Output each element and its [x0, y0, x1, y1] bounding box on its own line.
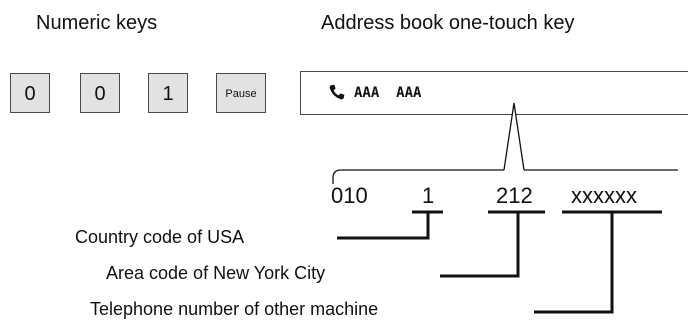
numeric-key-1[interactable]: 1 — [148, 73, 188, 113]
brace — [332, 169, 678, 184]
dial-number: xxxxxx — [571, 183, 637, 208]
area-code-leader — [440, 212, 520, 278]
number-leader — [534, 212, 614, 314]
country-code-label: Country code of USA — [75, 227, 245, 247]
country-code-leader — [337, 212, 430, 240]
numeric-key-0-first[interactable]: 0 — [10, 73, 50, 113]
pointer-wedge — [503, 102, 525, 171]
dial-prefix: 010 — [331, 183, 368, 208]
telephone-number-label: Telephone number of other machine — [90, 299, 379, 319]
one-touch-entry-name: AAA AAA — [354, 85, 422, 101]
dial-area-code: 212 — [496, 183, 533, 208]
numeric-keys-heading: Numeric keys — [36, 12, 158, 34]
address-book-heading: Address book one-touch key — [321, 12, 575, 34]
numeric-key-0-second[interactable]: 0 — [80, 73, 120, 113]
pause-key[interactable]: Pause — [216, 73, 266, 113]
area-code-label: Area code of New York City — [106, 263, 326, 283]
address-book-one-touch-key[interactable]: AAA AAA — [300, 71, 688, 115]
phone-icon — [329, 84, 345, 100]
dial-country-code: 1 — [422, 183, 435, 208]
